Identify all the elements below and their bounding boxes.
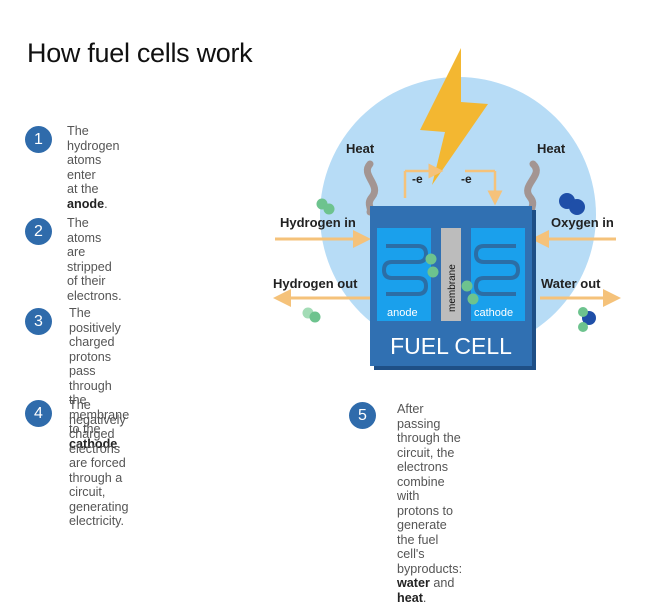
heat-left-label: Heat [346,141,375,156]
step-2-badge: 2 [25,218,52,245]
hydrogen-atom-icon [461,280,473,292]
membrane-strip [441,228,461,321]
hydrogen-atom-icon [425,253,437,265]
step-1-bold: anode [67,196,105,211]
step-3-bold: cathode [69,436,118,451]
step-1-line: at the [67,182,99,196]
cathode-panel [471,228,525,321]
hydrogen-atom-icon [467,293,479,305]
fuel-cell-shadow [374,210,536,370]
step-4-text: The negatively charged electrons are for… [69,398,129,529]
step-3-text: The positively charged protons pass thro… [69,306,129,451]
hydrogen-molecule-icon [302,307,321,323]
anode-channel [381,244,429,296]
hydrogen-atom-icon [427,266,439,278]
water-molecule-icon [578,307,596,332]
step-3-badge: 3 [25,308,52,335]
page-title: How fuel cells work [27,38,253,68]
fuel-cell-box [370,206,532,366]
step-2-line: The atoms are stripped [67,216,112,274]
hydrogen-molecule-icon [316,198,335,215]
step-2-line: of their electrons. [67,274,122,303]
step-5-line: and [429,576,455,590]
anode-panel [377,228,431,321]
step-1-line: . [104,196,108,211]
oxygen-molecule-icon [559,193,585,215]
step-4-line: electrons are forced through a [69,441,126,485]
lightning-bolt-icon [420,48,488,185]
step-1-text: The hydrogen atoms enter at the anode. [67,124,120,211]
step-5-line: . [422,590,427,605]
electron-circuit [403,163,503,206]
step-1-line: The hydrogen atoms enter [67,124,120,182]
water-out-label: Water out [541,276,601,291]
cathode-label: cathode [474,307,513,319]
fuel-cell-label: FUEL CELL [390,333,512,359]
background-circle [320,77,596,353]
step-5-text: After passing through the circuit, the e… [397,402,462,605]
anode-label: anode [387,307,418,319]
steam-icon [364,160,378,216]
step-3-line: membrane to the [69,407,130,437]
step-4-line: The negatively charged [69,398,126,441]
electron-label-right: -e [461,172,472,186]
step-3-line: The positively charged [69,306,121,349]
hydrogen-out-label: Hydrogen out [273,276,358,291]
oxygen-in-label: Oxygen in [551,215,614,230]
cathode-channel [473,244,521,296]
step-5-bold: heat [397,590,423,605]
hydrogen-in-label: Hydrogen in [280,215,356,230]
step-3-line: protons pass through the [69,349,112,408]
step-3-line: . [117,436,121,451]
membrane-label: membrane [447,264,458,312]
step-4-line: circuit, generating electricity. [69,485,129,528]
step-4-badge: 4 [25,400,52,427]
step-1-badge: 1 [25,126,52,153]
step-2-text: The atoms are stripped of their electron… [67,216,122,303]
step-5-line: After passing through the circuit, the [397,402,461,460]
step-5-badge: 5 [349,402,376,429]
steam-icon [524,160,540,216]
step-5-line: generate the fuel cell's byproducts: [397,518,463,576]
electron-label-left: -e [412,172,423,186]
step-5-bold: water [397,576,430,590]
heat-right-label: Heat [537,141,566,156]
step-5-line: electrons combine with protons to [397,460,454,518]
